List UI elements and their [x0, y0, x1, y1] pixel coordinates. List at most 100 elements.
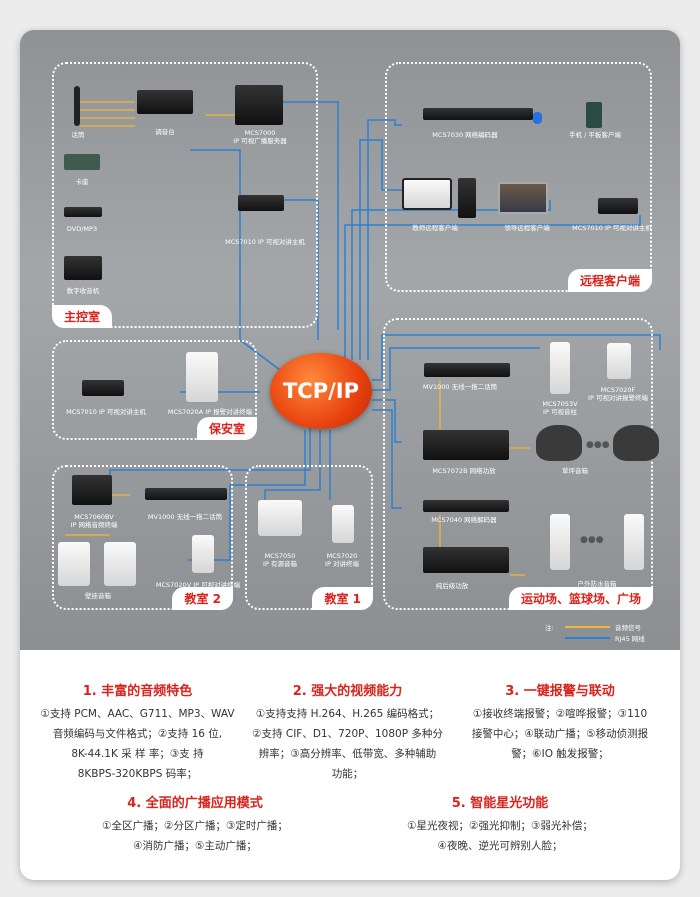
zone-classroom-1: 教室 1: [245, 465, 373, 610]
feature-line: ①接收终端报警；②喧哗报警；③110: [472, 708, 648, 720]
legend-rj45-label: RJ45 网线: [615, 635, 645, 643]
feature-title: 3. 一键报警与联动: [505, 684, 615, 699]
legend-audio-line: [565, 626, 610, 628]
broadcast-server-icon: [235, 85, 283, 125]
feature-line: ②支持 CIF、D1、720P、1080P 多种分: [252, 728, 443, 740]
feature-line: 接警中心；④联动广播；⑤移动侦测报: [471, 728, 649, 740]
outdoor-speaker-icon: [550, 514, 570, 570]
feature-broadcast: 4. 全面的广播应用模式 ①全区广播；②分区广播；③定时广播； ④消防广播；⑤主动…: [80, 792, 310, 856]
tcp-ip-hub: TCP/IP: [270, 353, 372, 429]
legend-audio-label: 音频信号: [615, 624, 641, 632]
legend-rj45-line: [565, 637, 610, 639]
laptop-icon: [498, 182, 548, 214]
device-label: MCS7050: [264, 552, 296, 560]
device-label: MV1000 无线一拖二话筒: [147, 513, 223, 521]
alarm-intercom-terminal-icon: [607, 343, 631, 379]
feature-line: ④夜晚、逆光可辨别人脸；: [437, 840, 563, 852]
more-dots-icon: ●●●: [586, 440, 610, 450]
dvd-player-icon: [64, 207, 102, 217]
device-label: 纯后级功放: [435, 582, 469, 590]
feature-video: 2. 强大的视频能力 ①支持支持 H.264、H.265 编码格式； ②支持 CI…: [245, 680, 450, 784]
network-amplifier-icon: [423, 430, 509, 460]
device-label: MCS7053V: [542, 400, 578, 408]
power-amplifier-icon: [423, 547, 509, 573]
phone-icon: [586, 102, 602, 128]
column-speaker-icon: [550, 342, 570, 394]
diagram-card: 主控室 话筒 卡座 DVD/MP3 数字收音机 调音台 MCS7000 IP 可…: [20, 30, 680, 880]
feature-line: ①全区广播；②分区广播；③定时广播；: [102, 820, 288, 832]
feature-line: ④消防广播；⑤主动广播；: [133, 840, 257, 852]
intercom-terminal-icon: [332, 505, 354, 543]
network-encoder-icon: [423, 108, 533, 120]
device-label: MCS7010 IP 可视对讲主机: [66, 408, 146, 416]
rock-speaker-icon: [613, 425, 659, 461]
network-diagram: 主控室 话筒 卡座 DVD/MP3 数字收音机 调音台 MCS7000 IP 可…: [20, 30, 680, 650]
active-speaker-icon: [258, 500, 302, 536]
feature-line: 功能；: [331, 768, 364, 780]
device-label: 手机 / 平板客户端: [569, 131, 621, 139]
zone-sports-field: 运动场、篮球场、广场: [383, 318, 653, 610]
device-label: IP 网络音频终端: [70, 521, 118, 529]
feature-title: 5. 智能星光功能: [451, 796, 549, 811]
zone-label: 主控室: [52, 305, 113, 328]
device-label: IP 对讲终端: [325, 560, 359, 568]
device-label: IP 可视对讲报警终端: [588, 394, 648, 402]
radio-icon: [64, 256, 102, 280]
zone-label: 运动场、篮球场、广场: [508, 587, 653, 610]
zone-label: 教室 1: [312, 587, 373, 610]
device-label: IP 可视音柱: [543, 408, 577, 416]
feature-line: 辨率；③高分辨率、低带宽、多种辅助: [258, 748, 437, 760]
more-dots-icon: ●●●: [580, 535, 604, 545]
intercom-host-icon: [82, 380, 124, 396]
device-label: MCS7020: [326, 552, 358, 560]
feature-line: ①星光夜视；②强光抑制；③弱光补偿；: [407, 820, 593, 832]
intercom-terminal-icon: [192, 535, 214, 573]
feature-title: 4. 全面的广播应用模式: [127, 796, 263, 811]
intercom-host-icon: [598, 198, 638, 214]
device-label: 卡座: [75, 178, 89, 186]
feature-line: ①支持 PCM、AAC、G711、MP3、WAV: [40, 708, 235, 720]
zone-label: 远程客户端: [567, 269, 652, 292]
device-label: 草坪音箱: [562, 467, 588, 475]
zone-remote-client: 远程客户端: [385, 62, 652, 292]
device-label: MCS7010 IP 可视对讲主机: [572, 224, 652, 232]
feature-line: 8K-44.1K 采 样 率；③支 持: [71, 748, 204, 760]
bluetooth-icon: [533, 112, 542, 124]
device-label: 教师远程客户端: [412, 224, 458, 232]
zone-label: 保安室: [196, 417, 257, 440]
zone-security-room: 保安室: [52, 340, 257, 440]
mixer-icon: [137, 90, 193, 114]
zone-control-room: 主控室: [52, 62, 318, 328]
wall-speaker-icon: [58, 542, 90, 586]
feature-line: ①支持支持 H.264、H.265 编码格式；: [255, 708, 440, 720]
device-label: 户外防水音箱: [577, 580, 617, 588]
pc-monitor-icon: [402, 178, 452, 210]
device-label: MCS7030 网络编码器: [432, 131, 498, 139]
rock-speaker-icon: [536, 425, 582, 461]
audio-lines: [65, 101, 530, 576]
device-label: 数字收音机: [66, 287, 100, 295]
feature-title: 1. 丰富的音频特色: [82, 684, 193, 699]
wall-speaker-icon: [104, 542, 136, 586]
device-label: MCS7040 网络解码器: [431, 516, 497, 524]
feature-starlight: 5. 智能星光功能 ①星光夜视；②强光抑制；③弱光补偿； ④夜晚、逆光可辨别人脸；: [385, 792, 615, 856]
feature-line: 警；⑥IO 触发报警；: [511, 748, 609, 760]
device-label: DVD/MP3: [66, 225, 98, 233]
device-label: MCS7072B 网络功放: [432, 467, 496, 475]
microphone-icon: [74, 86, 80, 126]
audio-terminal-icon: [72, 475, 112, 505]
zone-classroom-2: 教室 2: [52, 465, 233, 610]
device-label: MCS7020A IP 报警对讲终端: [167, 408, 253, 416]
device-label: MCS7000: [244, 129, 276, 137]
zone-label: 教室 2: [172, 587, 233, 610]
feature-title: 2. 强大的视频能力: [292, 684, 403, 699]
feature-line: 8KBPS-320KBPS 码率；: [77, 768, 198, 780]
device-label: IP 有源音箱: [263, 560, 297, 568]
device-label: 壁挂音箱: [85, 592, 111, 600]
device-label: MCS7020F: [600, 386, 636, 394]
pc-tower-icon: [458, 178, 476, 218]
cassette-deck-icon: [64, 154, 100, 170]
device-label: IP 可视广播服务器: [233, 137, 287, 145]
feature-alarm: 3. 一键报警与联动 ①接收终端报警；②喧哗报警；③110 接警中心；④联动广播；…: [455, 680, 665, 764]
